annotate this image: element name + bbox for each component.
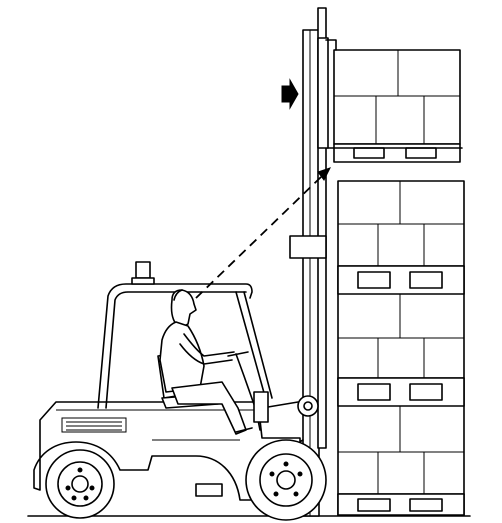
- front-wheel: [245, 439, 327, 521]
- rear-wheel: [45, 449, 115, 519]
- steering-column: [227, 351, 269, 431]
- overhead-guard: [97, 283, 273, 409]
- raised-load: [319, 49, 463, 163]
- operator: [159, 289, 253, 435]
- body-grille: [61, 417, 127, 433]
- beacon-light-icon: [131, 261, 155, 285]
- pallet-stack: [337, 180, 465, 516]
- arrow-marker-icon: [281, 78, 299, 110]
- mast: [261, 7, 337, 517]
- sight-line-arrow-head: [317, 167, 331, 181]
